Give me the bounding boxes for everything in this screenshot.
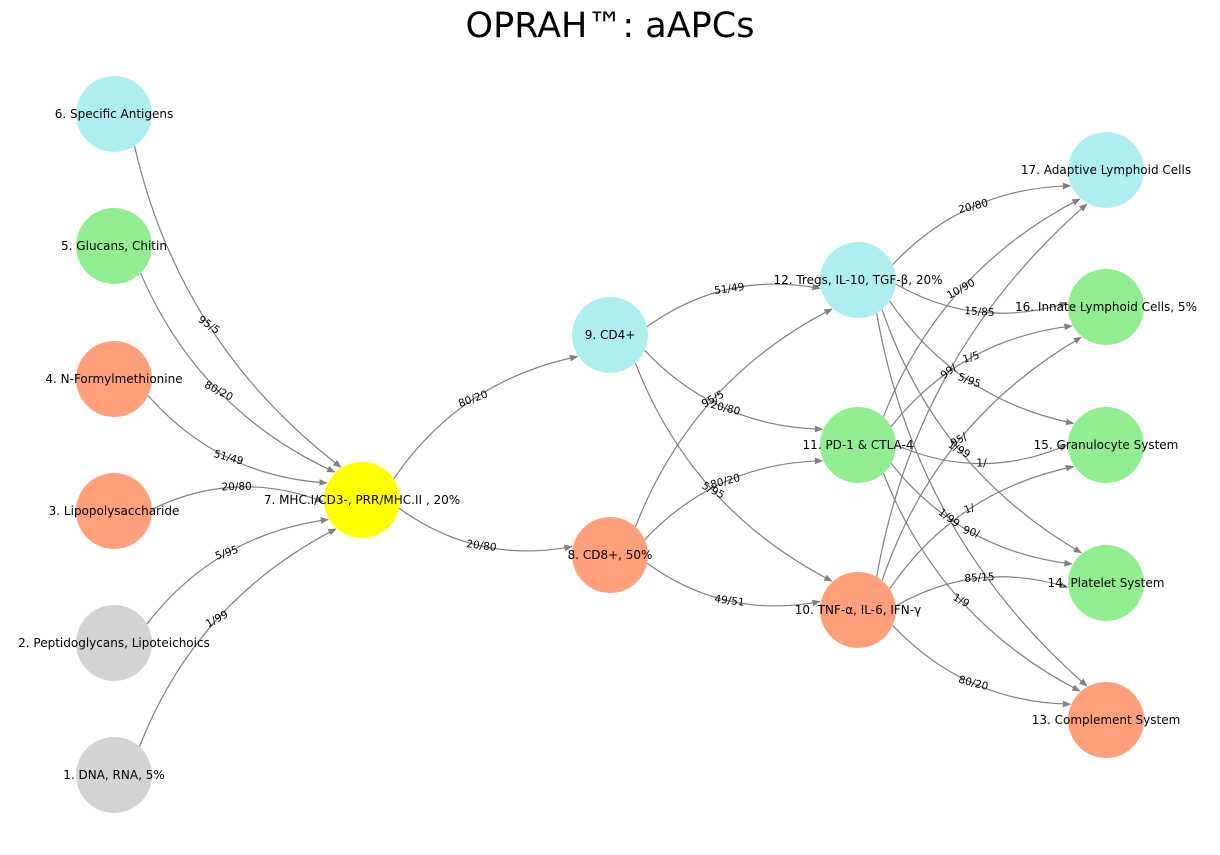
edge-n8-n10 [646, 562, 821, 607]
edge-n6-n7 [133, 145, 342, 468]
nodes-layer [76, 76, 1144, 813]
edge-n10-n17 [876, 203, 1088, 577]
edge-n10-n13 [892, 624, 1072, 708]
edge-n9-n10 [634, 363, 833, 582]
edge-n11-n13 [882, 473, 1081, 692]
node-n9 [572, 297, 648, 373]
node-n17 [1068, 132, 1144, 208]
edge-n10-n14 [895, 576, 1069, 607]
node-n6 [76, 76, 152, 152]
node-label-n14: 14. Platelet System [1048, 576, 1165, 590]
node-n15 [1068, 407, 1144, 483]
node-label-n13: 13. Complement System [1032, 713, 1181, 727]
edge-n12-n17 [892, 182, 1072, 266]
edge-label: 20/80 [957, 197, 989, 216]
node-n7 [324, 462, 400, 538]
edge-n9-n11 [644, 349, 824, 433]
edge-label: 20/80 [466, 538, 498, 554]
edge-label: 80/20 [957, 674, 989, 693]
node-n3 [76, 473, 152, 549]
edge-n11-n16 [890, 323, 1073, 427]
edge-label: 80/20 [202, 379, 234, 404]
edge-n12-n13 [876, 313, 1088, 687]
node-label-n12: 12. Tregs, IL-10, TGF-β, 20% [773, 273, 942, 287]
node-label-n9: 9. CD4+ [585, 328, 636, 342]
node-label-n7: 7. MHC.I/CD3-, PRR/MHC.II , 20% [264, 493, 460, 507]
node-label-n4: 4. N-Formylmethionine [45, 372, 182, 386]
edge-label: 49/51 [714, 593, 746, 609]
edge-label: 1/99 [204, 608, 230, 630]
edge-n4-n7 [147, 395, 328, 486]
edge-label: 1/ [976, 458, 987, 470]
edge-label: 51/49 [714, 281, 746, 297]
edges-layer [133, 145, 1088, 747]
edge-n12-n15 [889, 300, 1075, 426]
edge-label: 85/15 [964, 571, 995, 585]
edge-label: 80/20 [709, 472, 741, 491]
edge-n12-n16 [895, 283, 1069, 314]
node-n11 [820, 407, 896, 483]
node-n13 [1068, 682, 1144, 758]
edge-label: 1/5 [961, 349, 981, 366]
node-label-n6: 6. Specific Antigens [55, 107, 174, 121]
edge-label: 51/49 [212, 448, 244, 468]
edge-label: 80/20 [457, 388, 490, 410]
node-n4 [76, 341, 152, 417]
node-n1 [76, 737, 152, 813]
node-label-n15: 15. Granulocyte System [1034, 438, 1179, 452]
edge-n10-n15 [889, 464, 1075, 590]
edge-label: 20/80 [221, 481, 252, 494]
node-label-n11: 11. PD-1 & CTLA-4 [803, 438, 914, 452]
edge-label: 10/90 [945, 277, 977, 302]
node-label-n5: 5. Glucans, Chitin [61, 239, 167, 253]
node-label-n8: 8. CD8+, 50% [568, 548, 653, 562]
node-n16 [1068, 269, 1144, 345]
edge-label: 99/ [938, 362, 959, 382]
edge-n11-n15 [895, 444, 1068, 465]
edge-n2-n7 [146, 517, 330, 625]
edge-n3-n7 [151, 486, 324, 510]
edge-n5-n7 [139, 272, 336, 473]
node-label-n2: 2. Peptidoglycans, Lipoteichoics [18, 636, 210, 650]
edge-label: 1/ [962, 502, 976, 517]
diagram-title: OPRAH™: aAPCs [466, 6, 755, 46]
node-label-n10: 10. TNF-α, IL-6, IFN-γ [795, 603, 921, 617]
node-n5 [76, 208, 152, 284]
node-label-n17: 17. Adaptive Lymphoid Cells [1021, 163, 1191, 177]
edge-n7-n9 [393, 354, 579, 480]
node-n8 [572, 517, 648, 593]
edge-n9-n12 [646, 283, 821, 328]
edge-label: 90/ [961, 524, 981, 541]
edge-n1-n7 [138, 528, 337, 747]
edge-n12-n14 [881, 309, 1083, 554]
node-label-n16: 16. Innate Lymphoid Cells, 5% [1015, 300, 1197, 314]
node-n14 [1068, 545, 1144, 621]
node-label-n3: 3. Lipopolysaccharide [49, 504, 180, 518]
node-n2 [76, 605, 152, 681]
edge-label: 5/95 [956, 371, 982, 390]
edge-label: 15/85 [964, 305, 995, 319]
edge-n11-n17 [882, 198, 1081, 417]
edge-label: 5/95 [214, 544, 240, 563]
edge-n8-n12 [634, 308, 833, 527]
labels-layer: 1/99 5/95 20/80 51/49 80/20 95/5 80/20 20/80 51/… [18, 107, 1197, 782]
node-n10 [820, 572, 896, 648]
edge-n11-n14 [890, 463, 1073, 567]
edge-label: 1/9 [951, 591, 972, 610]
edge-n10-n16 [881, 336, 1083, 581]
node-n12 [820, 242, 896, 318]
edge-n8-n11 [644, 457, 824, 541]
edge-label: 1/99 [936, 506, 962, 530]
edge-n7-n8 [398, 507, 573, 552]
node-label-n1: 1. DNA, RNA, 5% [63, 768, 165, 782]
edge-label: 95/5 [196, 314, 222, 337]
